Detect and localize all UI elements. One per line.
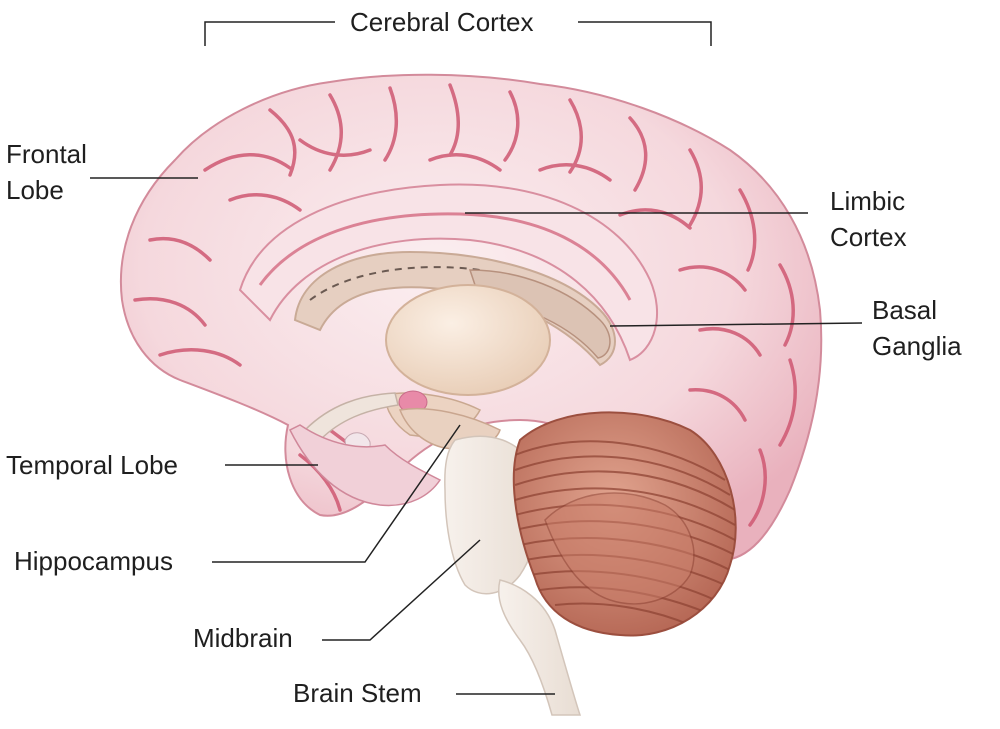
label-limbic-cortex: Limbic Cortex (830, 183, 970, 255)
thalamus (386, 285, 550, 395)
label-frontal-lobe: Frontal Lobe (6, 136, 146, 208)
cerebellum (514, 412, 736, 635)
label-basal-ganglia: Basal Ganglia (872, 292, 1000, 364)
label-brain-stem: Brain Stem (293, 675, 422, 711)
label-hippocampus: Hippocampus (14, 543, 173, 579)
label-temporal-lobe: Temporal Lobe (6, 447, 178, 483)
label-cerebral-cortex: Cerebral Cortex (350, 4, 534, 40)
label-midbrain: Midbrain (193, 620, 293, 656)
